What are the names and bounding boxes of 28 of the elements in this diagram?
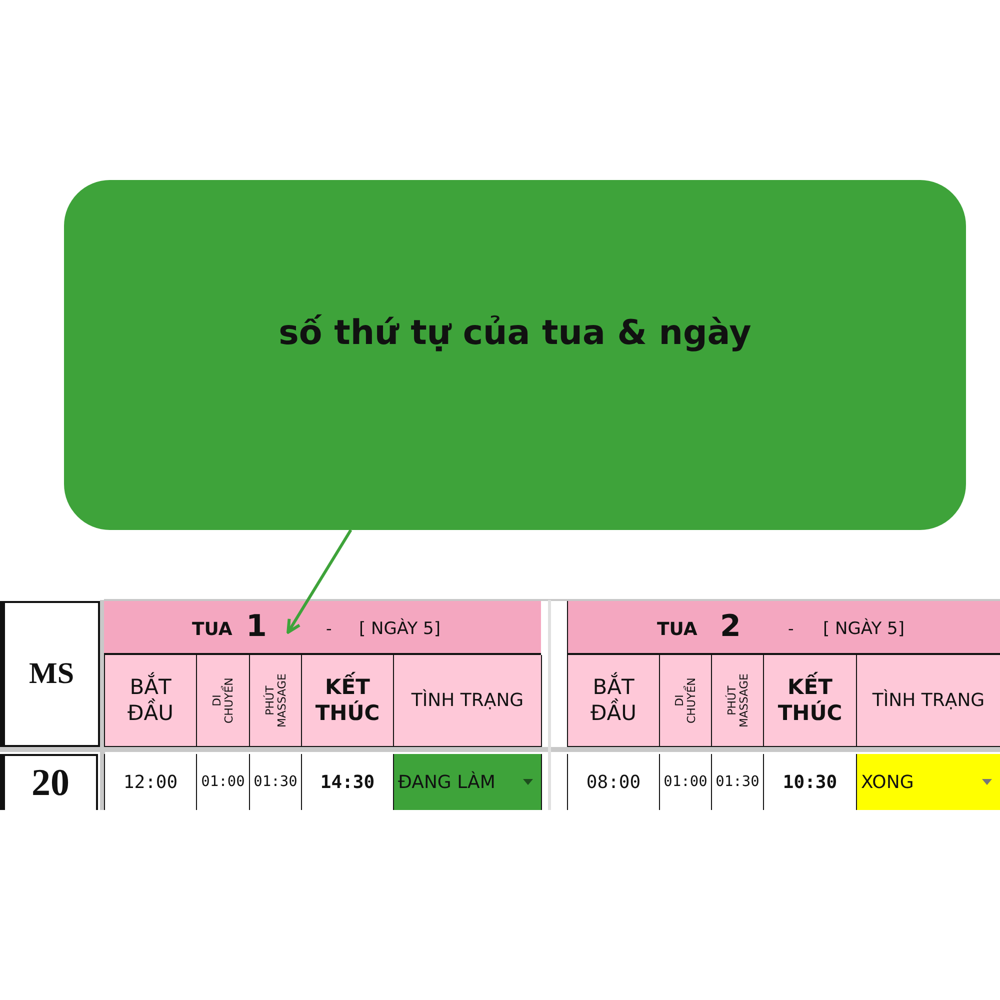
time-value: 01:30 [711,754,764,810]
callout-box [64,180,966,530]
row-id: 20 [0,754,98,810]
column-header: DI CHUYỂN [674,676,698,726]
column-header: PHÚT MASSAGE [264,674,288,728]
time-value: 01:00 [659,754,712,810]
time-value: 01:00 [196,754,250,810]
tour-header-band [104,601,541,655]
column-header: TÌNH TRẠNG [872,690,985,711]
tour-label: TUA [192,619,232,640]
day-label: [ NGÀY 5] [823,619,904,639]
column-header: DI CHUYỂN [211,676,235,726]
tour-label: TUA [657,619,698,640]
column-header: TÌNH TRẠNG [411,690,524,711]
tour-number: 1 [246,607,289,647]
tour-number: 2 [720,608,741,646]
column-header: MS [0,601,100,747]
time-value: 12:00 [104,754,197,810]
separator-dash: - [326,619,332,638]
time-value: 01:30 [249,754,302,810]
separator-dash: - [788,619,794,638]
column-header: PHÚT MASSAGE [726,674,750,728]
leader-arrow [286,529,352,634]
callout-text: số thứ tự của tua & ngày [278,312,752,352]
time-value: 08:00 [567,754,660,810]
day-label: [ NGÀY 5] [359,619,440,639]
status-dropdown: ĐANG LÀM [393,754,542,810]
status-dropdown: XONG [856,754,1000,810]
